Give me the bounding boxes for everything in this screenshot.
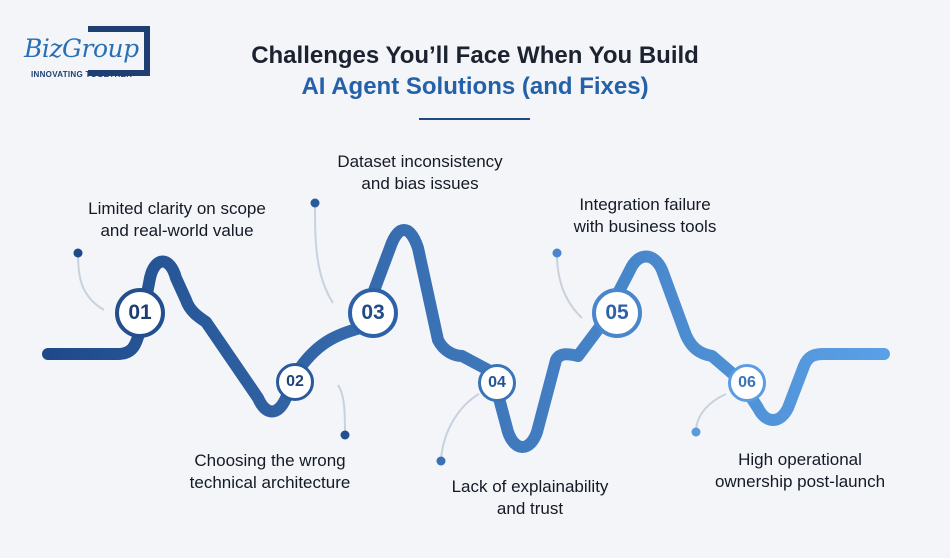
- connector-01: [73, 248, 105, 311]
- connector-02: [337, 384, 350, 440]
- connector-04: [436, 393, 480, 466]
- title-underline: [419, 118, 530, 120]
- logo-frame: [88, 26, 150, 76]
- step-03-number: 03: [361, 301, 385, 324]
- step-05-line-1: Integration failure: [579, 195, 711, 214]
- step-04-line-1: Lack of explainability: [451, 477, 609, 496]
- step-01-line-2: and real-world value: [100, 221, 254, 240]
- logo-tagline: INNOVATING TOGETHER: [31, 70, 133, 79]
- step-03-circle: 03: [348, 288, 398, 338]
- step-05-number: 05: [605, 301, 629, 324]
- step-03-line-2: and bias issues: [361, 174, 479, 193]
- step-04-number: 04: [488, 374, 506, 391]
- step-03-label: Dataset inconsistency and bias issues: [318, 151, 522, 195]
- connector-05: [552, 248, 583, 319]
- step-01-line-1: Limited clarity on scope: [88, 199, 266, 218]
- step-02-line-2: technical architecture: [189, 473, 351, 492]
- step-01-label: Limited clarity on scope and real-world …: [70, 198, 284, 242]
- connector-06: [691, 393, 727, 437]
- step-05-line-2: with business tools: [573, 217, 717, 236]
- step-02-line-1: Choosing the wrong: [194, 451, 346, 470]
- step-01-circle: 01: [115, 288, 165, 338]
- step-06-line-1: High operational: [738, 450, 862, 469]
- step-02-circle: 02: [276, 363, 314, 401]
- title-line-2: AI Agent Solutions (and Fixes): [301, 73, 649, 100]
- step-05-circle: 05: [592, 288, 642, 338]
- step-06-label: High operational ownership post-launch: [700, 449, 900, 493]
- step-04-line-2: and trust: [496, 499, 564, 518]
- step-02-number: 02: [286, 373, 304, 390]
- step-03-line-1: Dataset inconsistency: [337, 152, 503, 171]
- step-04-circle: 04: [478, 364, 516, 402]
- step-01-number: 01: [128, 301, 152, 324]
- step-05-label: Integration failure with business tools: [550, 194, 740, 238]
- step-06-circle: 06: [728, 364, 766, 402]
- title-line-1: Challenges You’ll Face When You Build: [251, 42, 699, 69]
- step-06-number: 06: [738, 374, 756, 391]
- connector-03: [310, 198, 334, 304]
- logo: BizGroup: [24, 34, 139, 63]
- step-04-label: Lack of explainability and trust: [430, 476, 630, 520]
- wave-line: [42, 224, 890, 453]
- step-02-label: Choosing the wrong technical architectur…: [170, 450, 370, 494]
- step-06-line-2: ownership post-launch: [714, 472, 886, 491]
